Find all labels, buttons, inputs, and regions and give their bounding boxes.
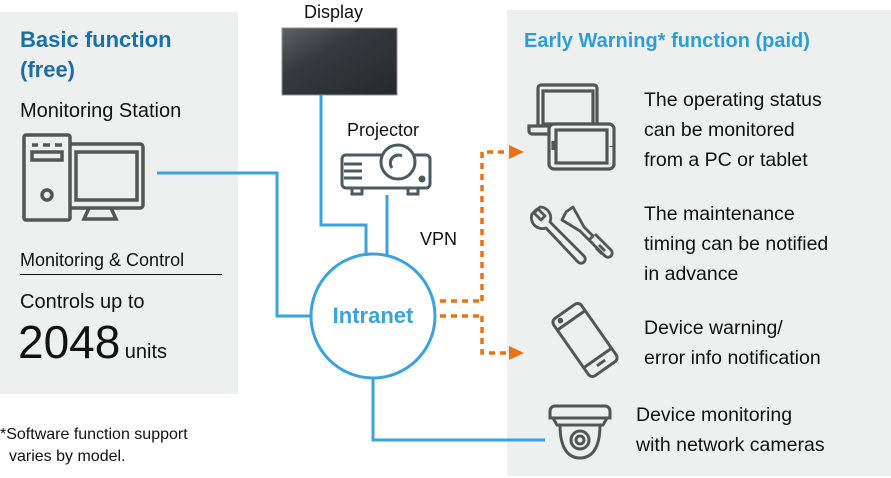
vpn-branch-top xyxy=(480,150,508,301)
basic-title-line2: (free) xyxy=(20,57,76,82)
feature-item-maintenance: The maintenance timing can be notified i… xyxy=(644,199,828,289)
desktop-computer-icon xyxy=(22,133,145,222)
feature-item-remote-monitoring: The operating status can be monitored fr… xyxy=(644,85,822,175)
feature-text-line: Device warning/ xyxy=(644,317,783,339)
line-display-to-intranet xyxy=(319,95,368,256)
smartphone-icon xyxy=(551,302,619,378)
vpn-arrow-top xyxy=(509,145,524,159)
controls-up-to-label: Controls up to xyxy=(20,291,145,313)
feature-text-line: can be monitored xyxy=(644,119,795,141)
feature-text-line: error info notification xyxy=(644,347,821,369)
dome-camera-icon xyxy=(548,404,612,460)
units-count: 2048 units xyxy=(18,318,167,366)
feature-text-line: The operating status xyxy=(644,89,822,111)
feature-text-line: The maintenance xyxy=(644,203,795,225)
footnote-line2: varies by model. xyxy=(9,448,126,465)
vpn-branch-bottom xyxy=(480,316,508,355)
early-warning-title: Early Warning* function (paid) xyxy=(524,30,810,52)
vpn-arrow-bottom xyxy=(509,346,524,360)
wrench-screwdriver-icon xyxy=(530,205,614,265)
vpn-label: VPN xyxy=(420,229,458,249)
line-intranet-to-camera xyxy=(371,378,545,442)
intranet-hub-label: Intranet xyxy=(332,303,414,328)
units-number: 2048 xyxy=(18,316,121,368)
footnote-line1: *Software function support xyxy=(0,426,188,443)
intranet-hub-circle xyxy=(309,252,437,380)
feature-text-line: Device monitoring xyxy=(636,404,793,426)
feature-text-line: timing can be notified xyxy=(644,233,829,255)
line-station-to-intranet xyxy=(157,171,311,318)
feature-text-line: in advance xyxy=(644,263,739,285)
projector-icon xyxy=(340,143,432,196)
display-icon xyxy=(281,27,398,96)
feature-item-device-warning: Device warning/ error info notification xyxy=(644,313,821,373)
laptop-tablet-icon xyxy=(527,83,616,171)
units-label: units xyxy=(124,341,168,363)
basic-title-line1: Basic function xyxy=(20,27,172,52)
feature-text-line: from a PC or tablet xyxy=(644,149,808,171)
feature-item-network-cameras: Device monitoring with network cameras xyxy=(636,400,825,460)
basic-function-panel xyxy=(0,12,238,394)
monitoring-control-heading: Monitoring & Control xyxy=(20,249,222,275)
monitoring-station-label: Monitoring Station xyxy=(20,100,182,122)
feature-text-line: with network cameras xyxy=(636,434,825,456)
projector-label: Projector xyxy=(347,120,420,140)
display-label: Display xyxy=(304,2,364,22)
